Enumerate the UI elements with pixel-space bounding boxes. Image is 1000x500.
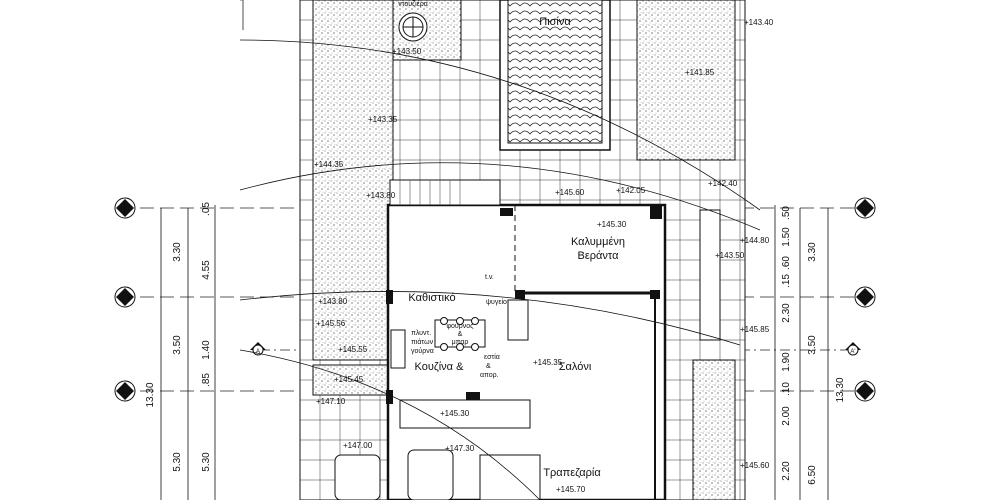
stair-2 <box>479 454 541 500</box>
contour-lines <box>239 0 761 500</box>
dimension-label: 13.30 <box>145 382 156 407</box>
section-marker-label: A <box>256 349 260 355</box>
level-label: +141.85 <box>685 68 715 77</box>
pool-label: Πισίνα <box>539 16 571 28</box>
level-markers: +143.50 +141.85 +143.35 +144.35 +143.80 … <box>314 18 774 494</box>
fixture-label: εστία <box>484 353 500 361</box>
level-label: +142.40 <box>708 179 738 188</box>
level-label: +145.30 <box>440 409 470 418</box>
section-marker-label: A' <box>850 349 855 355</box>
gravel-strip-right <box>636 0 736 161</box>
dimension-label: 3.30 <box>172 242 183 262</box>
dimension-label: 6.50 <box>807 465 818 485</box>
room-labels: Πισίνα ντουζιέρα Καλυμμένη Βεράντα Καθισ… <box>398 0 625 479</box>
fixture-label: γούρνα <box>411 347 434 355</box>
level-label: +147.30 <box>445 444 475 453</box>
dimension-label: 2.00 <box>781 406 792 426</box>
dimension-label: .10 <box>781 382 792 396</box>
level-label: +143.80 <box>366 191 396 200</box>
level-label: +147.00 <box>343 441 373 450</box>
gravel-strip-left <box>312 0 394 361</box>
dimensions-left: 3.30 3.50 5.30 13.30 .05 4.55 1.40 .85 5… <box>145 202 212 472</box>
car-icon <box>334 454 381 500</box>
fixture-label: & <box>458 331 463 338</box>
dimension-label: 1.50 <box>781 227 792 247</box>
fixture-label: φούρνος <box>446 322 474 330</box>
level-label: +145.60 <box>555 188 585 197</box>
fridge-icon <box>507 299 529 341</box>
dimension-label: 13.30 <box>835 377 846 402</box>
level-label: +143.40 <box>744 18 774 27</box>
level-label: +145.60 <box>740 461 770 470</box>
dimension-label: .50 <box>781 206 792 220</box>
dimension-label: 2.30 <box>781 303 792 323</box>
fixture-label: μπαρ <box>452 339 469 346</box>
dimension-label: .05 <box>201 202 212 216</box>
level-label: +142.05 <box>616 186 646 195</box>
level-label: +144.80 <box>740 236 770 245</box>
level-label: +145.70 <box>556 485 586 494</box>
room-label-kitchen: Κουζίνα & <box>415 361 465 373</box>
dimension-label: 5.30 <box>172 452 183 472</box>
room-label-veranda: Βεράντα <box>578 250 620 262</box>
room-label-sitting: Καθιστικό <box>408 292 455 304</box>
level-label: +143.35 <box>368 115 398 124</box>
dimension-label: 4.55 <box>201 260 212 280</box>
fixture-label: πιάτων <box>411 338 434 346</box>
dimension-label: 3.30 <box>807 242 818 262</box>
dimension-label: 1.40 <box>201 340 212 360</box>
dimension-label: .85 <box>201 373 212 387</box>
dimension-label: 2.20 <box>781 461 792 481</box>
level-label: +145.55 <box>338 345 368 354</box>
car-icon <box>407 449 454 500</box>
level-label: +144.35 <box>314 160 344 169</box>
room-label-veranda: Καλυμμένη <box>571 236 625 248</box>
pool <box>507 0 603 144</box>
fixture-label: πλυντ. <box>411 330 431 337</box>
level-label: +143.50 <box>392 47 422 56</box>
level-label: +147.10 <box>316 397 346 406</box>
level-label: +143.80 <box>318 297 348 306</box>
fixture-label: απορ. <box>480 372 499 379</box>
dimension-label: .15 <box>781 274 792 288</box>
fixture-label: t.v. <box>485 274 494 281</box>
grid-markers-left <box>114 197 136 402</box>
level-label: +145.85 <box>740 325 770 334</box>
dimension-label: 5.30 <box>201 452 212 472</box>
grid-markers-right <box>854 197 876 402</box>
room-label-living: Σαλόνι <box>559 361 592 373</box>
building-walls <box>334 179 721 500</box>
level-label: +145.35 <box>533 358 563 367</box>
dimension-lines <box>160 205 829 500</box>
stair-1 <box>399 399 531 429</box>
fixture-labels: t.v. ψυγείο πλυντ. πιάτων γούρνα φούρνος… <box>411 274 507 379</box>
sink-icon <box>390 329 406 369</box>
level-label: +143.50 <box>715 251 745 260</box>
dimension-label: 1.90 <box>781 352 792 372</box>
dimensions-right: .50 1.50 .60 .15 2.30 1.90 .10 2.00 2.20… <box>781 206 846 485</box>
dimension-label: 3.50 <box>172 335 183 355</box>
dimension-label: 3.50 <box>807 335 818 355</box>
room-label-dining: Τραπεζαρία <box>543 467 601 479</box>
stair-3 <box>699 209 721 341</box>
section-marker-right: A' <box>845 342 861 356</box>
level-label: +145.56 <box>316 319 346 328</box>
fixture-label: ψυγείο <box>486 298 507 306</box>
shower-label: ντουζιέρα <box>398 0 428 8</box>
level-label: +145.30 <box>597 220 627 229</box>
dimension-label: .60 <box>781 256 792 270</box>
level-label: +145.45 <box>334 375 364 384</box>
fixture-label: & <box>486 363 491 370</box>
